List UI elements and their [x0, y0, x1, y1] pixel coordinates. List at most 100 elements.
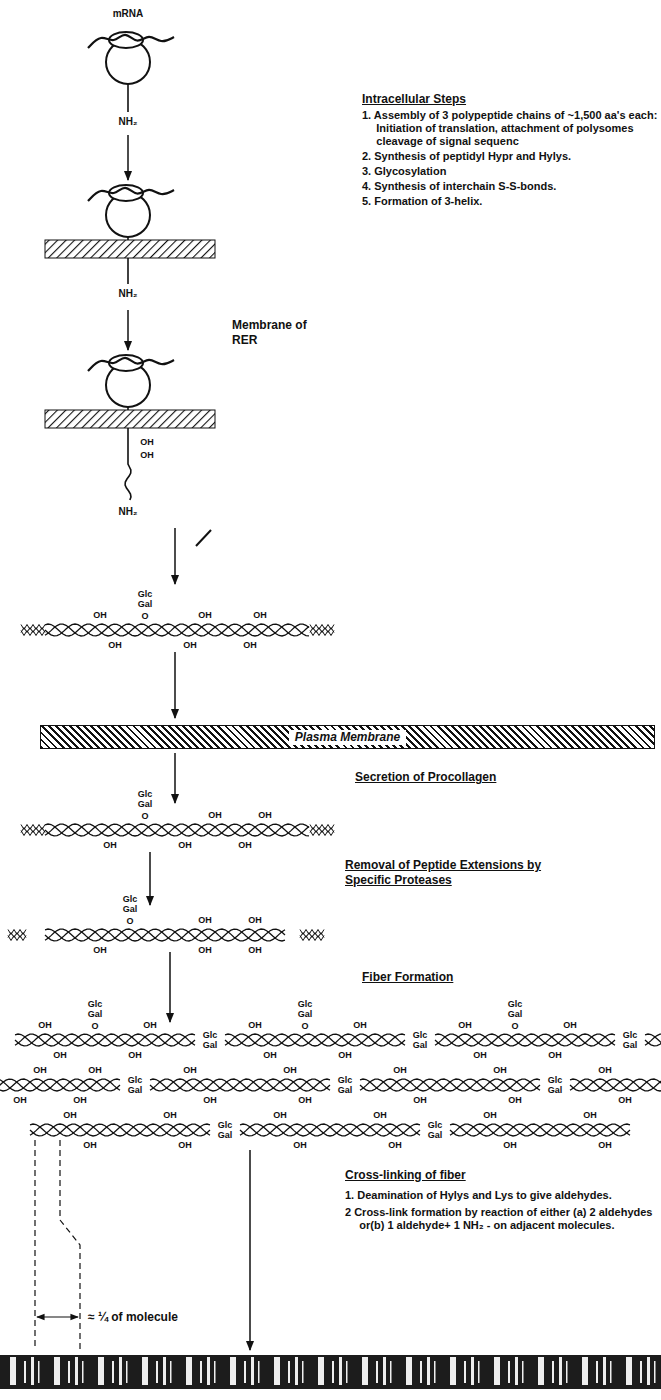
hydroxyl-label: OH [238, 840, 252, 850]
hydroxyl-label: OH [253, 610, 267, 620]
hydroxyl-label: OH [103, 840, 117, 850]
band-stroke [626, 1357, 632, 1385]
procollagen-helix [45, 824, 309, 836]
hydroxyl-label: OH [598, 1065, 612, 1075]
hydroxyl-label: OH [353, 1020, 367, 1030]
procollagen-helix [45, 624, 309, 636]
dimension-label: ≈ ¼ of molecule [88, 1310, 178, 1325]
hydroxyl-label: OH [203, 1095, 217, 1105]
hydroxyl-label: OH [483, 1110, 497, 1120]
band-stroke [552, 1361, 554, 1383]
hydroxyl-label: OH [93, 945, 107, 955]
hydroxyl-label: OH [163, 1110, 177, 1120]
band-stroke [390, 1361, 392, 1383]
hydroxyl-label: OH [88, 1065, 102, 1075]
hydroxyl-label: OH [13, 1095, 27, 1105]
collagen-molecule [225, 1034, 405, 1046]
oxygen-label: O [141, 611, 148, 621]
band-stroke [383, 1357, 386, 1385]
hydroxyl-label: OH [473, 1050, 487, 1060]
collagen-molecule [0, 1079, 120, 1091]
stage-label: Fiber Formation [362, 970, 453, 985]
stage-label: Secretion of Procollagen [355, 770, 496, 785]
band-stroke [332, 1361, 334, 1383]
band-stroke [427, 1357, 430, 1385]
collagen-molecule [360, 1079, 540, 1091]
sugar-label: Glc Gal [544, 1075, 566, 1095]
sugar-label: Glc Gal [214, 1120, 236, 1140]
collagen-molecule [30, 1124, 210, 1136]
band-stroke [302, 1361, 304, 1383]
collagen-molecule [225, 1034, 405, 1046]
process-arrow [249, 1150, 251, 1350]
hydroxyl-label: OH [273, 1110, 287, 1120]
hydroxyl-label: OH [503, 1140, 517, 1150]
hydroxyl-label: OH [563, 1020, 577, 1030]
band-stroke [559, 1357, 562, 1385]
band-stroke [471, 1357, 474, 1385]
sugar-label: Glc Gal [504, 999, 526, 1019]
collagen-molecule [150, 1079, 330, 1091]
hydroxyl-label: OH [248, 945, 262, 955]
band-stroke [214, 1361, 216, 1383]
band-stroke [318, 1357, 324, 1385]
step-text: 3. Glycosylation [362, 165, 661, 178]
propeptide-extension [310, 631, 334, 636]
procollagen-helix [45, 824, 309, 836]
hydroxyl-label: OH [198, 610, 212, 620]
hydroxyl-label: OH [298, 1095, 312, 1105]
collagen-molecule [15, 1034, 195, 1046]
process-arrow [174, 753, 176, 803]
band-stroke [244, 1361, 246, 1383]
hydroxyl-label: OH [388, 1140, 402, 1150]
sugar-label: Glc Gal [84, 999, 106, 1019]
membrane-name: Plasma Membrane [289, 730, 406, 745]
hydroxyl-label: OH [83, 1140, 97, 1150]
terminus-label: NH₂ [119, 116, 138, 128]
collagen-molecule [15, 1034, 195, 1046]
band-stroke [258, 1361, 260, 1383]
collagen-molecule [0, 1079, 120, 1091]
hydroxyl-label: OH [108, 640, 122, 650]
hydroxyl-label: OH [458, 1020, 472, 1030]
band-stroke [295, 1357, 298, 1385]
hydroxyl-label: OH [258, 810, 272, 820]
polypeptide-chain [127, 84, 129, 112]
band-stroke [82, 1361, 84, 1383]
band-stroke [142, 1357, 148, 1385]
hydroxyl-label: OH [128, 1050, 142, 1060]
collagen-molecule [645, 1034, 661, 1046]
propeptide-extension [21, 631, 45, 636]
hydroxyl-label: OH [198, 945, 212, 955]
sugar-label: Glc Gal [294, 999, 316, 1019]
procollagen-helix [45, 624, 309, 636]
oxygen-label: O [511, 1021, 518, 1031]
collagen-molecule [30, 1124, 210, 1136]
hydroxyl-label: OH [393, 1065, 407, 1075]
band-stroke [75, 1357, 78, 1385]
hydroxyl-label: OH [243, 640, 257, 650]
band-stroke [207, 1357, 210, 1385]
band-stroke [450, 1357, 456, 1385]
hydroxyl-label: OH [263, 1050, 277, 1060]
stage-label: Removal of Peptide Extensions by Specifi… [345, 858, 585, 888]
step-text: 5. Formation of 3-helix. [362, 195, 661, 208]
collagen-molecule [30, 1124, 210, 1136]
sugar-label: Glc Gal [334, 1075, 356, 1095]
collagen-molecule [225, 1034, 405, 1046]
stagger-bracket [34, 1140, 35, 1350]
procollagen-helix [45, 929, 285, 941]
band-stroke [68, 1361, 70, 1383]
collagen-molecule [240, 1124, 420, 1136]
collagen-molecule [360, 1079, 540, 1091]
procollagen-helix [45, 929, 285, 941]
terminus-label: NH₂ [119, 288, 138, 300]
band-stroke [119, 1357, 122, 1385]
step-text: 4. Synthesis of interchain S-S-bonds. [362, 180, 661, 193]
sugar-label: Glc Gal [119, 894, 141, 914]
band-stroke [647, 1357, 650, 1385]
stage-label: Cross-linking of fiber [345, 1168, 466, 1183]
band-stroke [170, 1361, 172, 1383]
band-stroke [538, 1357, 544, 1385]
band-stroke [610, 1361, 612, 1383]
